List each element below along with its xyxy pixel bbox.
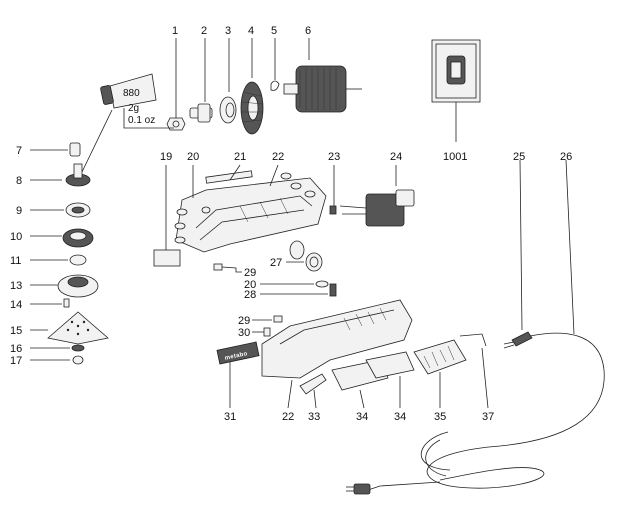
label-part-29-low: 29	[238, 315, 250, 327]
part-3-bearing	[219, 38, 237, 124]
label-part-20-mid: 20	[244, 279, 256, 291]
label-part-14: 14	[10, 299, 22, 311]
outer-housing	[252, 299, 413, 379]
label-part-1001: 1001	[443, 151, 467, 163]
label-part-9: 9	[16, 205, 22, 217]
screws	[174, 172, 316, 244]
part-1-nut	[166, 38, 186, 131]
grease-tube-code: 880	[123, 88, 140, 99]
left-column-parts	[30, 142, 109, 365]
label-part-8: 8	[16, 175, 22, 187]
part-6-armature	[283, 38, 362, 113]
label-part-22-low: 22	[282, 411, 294, 423]
label-part-3: 3	[225, 25, 231, 37]
label-part-26: 26	[560, 151, 572, 163]
part-5-clip	[270, 38, 280, 91]
label-part-25: 25	[513, 151, 525, 163]
label-part-19: 19	[160, 151, 172, 163]
label-part-29-mid: 29	[244, 267, 256, 279]
label-part-16: 16	[10, 343, 22, 355]
label-part-5: 5	[271, 25, 277, 37]
housing-half	[153, 164, 337, 267]
label-part-21: 21	[234, 151, 246, 163]
label-part-24: 24	[390, 151, 402, 163]
grease-amount-grams: 2g	[128, 103, 139, 114]
part-number-labels: 1 2 3 4 5 6 7 8 9 10 11 13 14 15 16 17 1…	[10, 25, 572, 423]
label-part-15: 15	[10, 325, 22, 337]
power-cable	[346, 159, 605, 495]
label-part-33: 33	[308, 411, 320, 423]
label-part-34-a: 34	[356, 411, 368, 423]
covers-33-34-35	[287, 333, 489, 409]
label-part-20-top: 20	[187, 151, 199, 163]
label-part-28: 28	[244, 289, 256, 301]
label-part-37: 37	[482, 411, 494, 423]
label-part-17: 17	[10, 355, 22, 367]
label-part-35: 35	[434, 411, 446, 423]
label-part-27: 27	[270, 257, 282, 269]
label-part-13: 13	[10, 280, 22, 292]
label-part-4: 4	[248, 25, 254, 37]
label-part-30: 30	[238, 327, 250, 339]
metabo-badge: metabo	[216, 341, 260, 408]
label-part-7: 7	[16, 145, 22, 157]
label-part-10: 10	[10, 231, 22, 243]
label-part-31: 31	[224, 411, 236, 423]
part-4-fan	[240, 38, 264, 135]
part-1001-inset	[431, 39, 481, 142]
label-part-2: 2	[201, 25, 207, 37]
label-part-11: 11	[10, 255, 21, 267]
small-parts-20-28-29	[213, 263, 337, 297]
part-24-switch	[339, 165, 415, 227]
part-2-shaft	[189, 38, 213, 123]
label-part-1: 1	[172, 25, 178, 37]
label-part-6: 6	[305, 25, 311, 37]
bearing-ring-27	[286, 240, 323, 272]
badge-text: metabo	[224, 351, 248, 362]
grease-tube: 880	[81, 73, 174, 173]
label-part-34-b: 34	[394, 411, 406, 423]
label-part-22-top: 22	[272, 151, 284, 163]
grease-amount-ounces: 0.1 oz	[128, 115, 155, 126]
label-part-23: 23	[328, 151, 340, 163]
